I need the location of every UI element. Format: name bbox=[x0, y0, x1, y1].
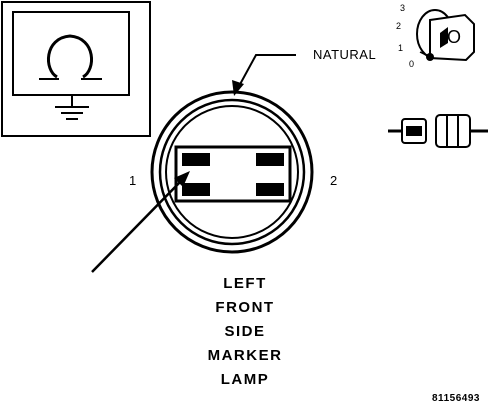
caption-line-1: LEFT bbox=[223, 275, 267, 292]
terminal-1-upper bbox=[182, 153, 210, 166]
caption-line-2: FRONT bbox=[215, 299, 275, 316]
callout-label: NATURAL bbox=[313, 47, 377, 62]
key-glyph: O bbox=[447, 27, 462, 47]
lamp-socket-connector bbox=[150, 90, 314, 254]
ignition-key-icon bbox=[416, 9, 475, 62]
connector-half-right bbox=[435, 114, 471, 148]
caption-line-4: MARKER bbox=[207, 347, 283, 364]
terminal-2-lower bbox=[256, 183, 284, 196]
callout-leader-natural bbox=[232, 54, 296, 96]
pin-label-2: 2 bbox=[330, 173, 338, 188]
socket-outer-ring bbox=[150, 90, 314, 254]
socket-inner-ring bbox=[165, 105, 299, 239]
disconnected-connector-icon bbox=[388, 114, 488, 148]
ground-icon bbox=[55, 95, 89, 120]
key-slot-mark bbox=[440, 27, 448, 48]
terminal-2-upper bbox=[256, 153, 284, 166]
pin-label-1: 1 bbox=[129, 173, 137, 188]
key-position-1: 1 bbox=[398, 43, 404, 53]
ohmmeter-panel bbox=[1, 1, 151, 137]
pointer-arrow bbox=[91, 171, 190, 273]
ohmmeter-screen bbox=[12, 11, 130, 96]
ohmmeter-outer-frame bbox=[1, 1, 151, 137]
key-position-3: 3 bbox=[400, 3, 406, 13]
key-position-0: 0 bbox=[409, 59, 415, 69]
caption-line-5: LAMP bbox=[220, 371, 270, 388]
terminal-1-lower bbox=[182, 183, 210, 196]
ohm-icon bbox=[39, 34, 102, 80]
caption-line-3: SIDE bbox=[224, 323, 266, 340]
key-position-2: 2 bbox=[396, 21, 402, 31]
socket-middle-ring bbox=[158, 98, 306, 246]
figure-id: 81156493 bbox=[432, 393, 480, 404]
